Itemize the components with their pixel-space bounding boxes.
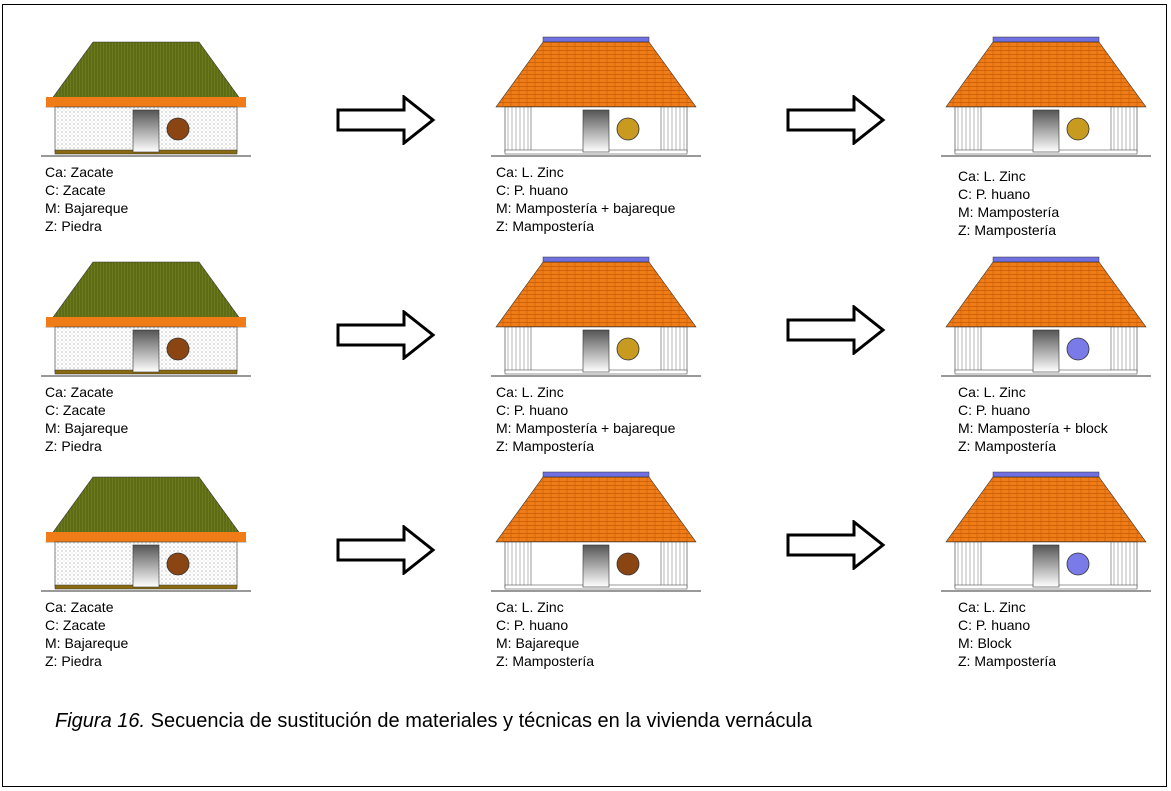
caption-r2-c3: Ca: L. Zinc C: P. huano M: Mampostería +… xyxy=(958,383,1108,455)
caption-line: Z: Mampostería xyxy=(958,653,1057,669)
arrow-right-icon xyxy=(336,308,436,362)
caption-r3-c3: Ca: L. Zinc C: P. huano M: Block Z: Mamp… xyxy=(958,598,1056,670)
caption-line: Ca: L. Zinc xyxy=(958,384,1026,400)
house-r3-c1 xyxy=(41,470,251,592)
caption-line: Z: Mampostería xyxy=(958,438,1057,454)
house-r3-c3 xyxy=(941,470,1151,592)
figure-frame: Ca: Zacate C: Zacate M: Bajareque Z: Pie… xyxy=(2,4,1167,787)
caption-line: Ca: L. Zinc xyxy=(958,599,1026,615)
arrow-right-icon xyxy=(786,303,886,357)
arrow-right-icon xyxy=(336,523,436,577)
caption-line: Z: Piedra xyxy=(45,218,102,234)
house-r1-c1 xyxy=(41,35,251,157)
caption-line: C: P. huano xyxy=(958,402,1031,418)
house-r1-c2 xyxy=(491,35,701,157)
arrow-right-icon xyxy=(336,93,436,147)
figure-caption: Figura 16. Secuencia de sustitución de m… xyxy=(55,710,812,733)
house-r3-c2 xyxy=(491,470,701,592)
caption-line: Ca: L. Zinc xyxy=(496,384,564,400)
caption-line: Z: Mampostería xyxy=(958,222,1057,238)
caption-line: M: Mampostería + block xyxy=(958,420,1108,436)
caption-line: M: Mampostería xyxy=(958,204,1060,220)
caption-r1-c2: Ca: L. Zinc C: P. huano M: Mampostería +… xyxy=(496,163,675,235)
caption-line: Z: Piedra xyxy=(45,653,102,669)
caption-line: C: Zacate xyxy=(45,402,106,418)
house-r2-c1 xyxy=(41,255,251,377)
caption-line: Ca: Zacate xyxy=(45,599,114,615)
caption-line: M: Bajareque xyxy=(45,635,129,651)
caption-line: M: Bajareque xyxy=(45,200,129,216)
caption-line: C: P. huano xyxy=(496,182,569,198)
arrow-right-icon xyxy=(786,93,886,147)
caption-line: Ca: Zacate xyxy=(45,384,114,400)
caption-line: Z: Mampostería xyxy=(496,218,595,234)
figure-caption-text: Secuencia de sustitución de materiales y… xyxy=(150,710,813,732)
caption-line: Ca: L. Zinc xyxy=(496,164,564,180)
caption-r1-c3: Ca: L. Zinc C: P. huano M: Mampostería Z… xyxy=(958,167,1059,239)
caption-line: Ca: L. Zinc xyxy=(958,168,1026,184)
caption-line: Ca: L. Zinc xyxy=(496,599,564,615)
caption-line: Ca: Zacate xyxy=(45,164,114,180)
caption-line: C: P. huano xyxy=(958,617,1031,633)
caption-line: Z: Mampostería xyxy=(496,438,595,454)
caption-line: M: Bajareque xyxy=(45,420,129,436)
house-r1-c3 xyxy=(941,35,1151,157)
caption-line: C: P. huano xyxy=(496,617,569,633)
caption-line: C: P. huano xyxy=(496,402,569,418)
caption-r3-c2: Ca: L. Zinc C: P. huano M: Bajareque Z: … xyxy=(496,598,594,670)
caption-line: C: P. huano xyxy=(958,186,1031,202)
caption-line: M: Mampostería + bajareque xyxy=(496,420,676,436)
caption-r2-c1: Ca: Zacate C: Zacate M: Bajareque Z: Pie… xyxy=(45,383,128,455)
house-r2-c3 xyxy=(941,255,1151,377)
caption-r1-c1: Ca: Zacate C: Zacate M: Bajareque Z: Pie… xyxy=(45,163,128,235)
caption-line: Z: Piedra xyxy=(45,438,102,454)
arrow-right-icon xyxy=(786,518,886,572)
caption-line: M: Bajareque xyxy=(496,635,580,651)
caption-r3-c1: Ca: Zacate C: Zacate M: Bajareque Z: Pie… xyxy=(45,598,128,670)
caption-line: Z: Mampostería xyxy=(496,653,595,669)
caption-line: C: Zacate xyxy=(45,182,106,198)
figure-label: Figura 16. xyxy=(55,710,146,732)
caption-r2-c2: Ca: L. Zinc C: P. huano M: Mampostería +… xyxy=(496,383,675,455)
caption-line: M: Mampostería + bajareque xyxy=(496,200,676,216)
house-r2-c2 xyxy=(491,255,701,377)
caption-line: M: Block xyxy=(958,635,1012,651)
caption-line: C: Zacate xyxy=(45,617,106,633)
